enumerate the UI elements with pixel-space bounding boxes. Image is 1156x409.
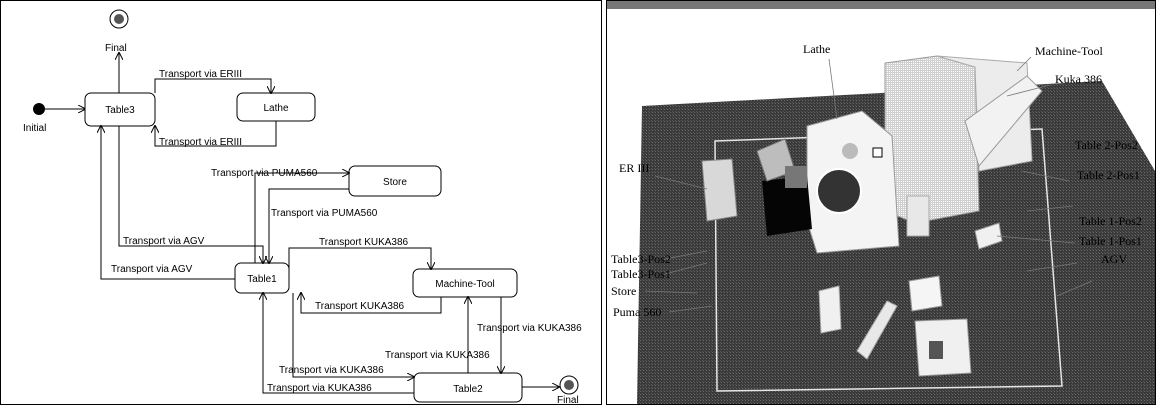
final-label-bottom: Final: [557, 395, 579, 404]
workcell-3d-panel: Lathe Machine-Tool Kuka 386 ER III Table…: [606, 0, 1156, 405]
scene-label-table1-pos2: Table 1-Pos2: [1079, 214, 1142, 228]
lathe-chuck: [817, 169, 861, 213]
final-label-top: Final: [105, 43, 127, 54]
t2-to-mt-label: Transport via KUKA386: [385, 350, 490, 361]
state-table3-label: Table3: [105, 105, 135, 116]
initial-label: Initial: [23, 123, 46, 134]
scene-label-er3: ER III: [619, 161, 649, 175]
state-table2-label: Table2: [453, 384, 483, 395]
lathe-to-t3-label: Transport via ERIII: [159, 137, 242, 148]
state-store-label: Store: [383, 177, 407, 188]
t1-to-mt-label: Transport KUKA386: [319, 237, 409, 248]
workcell-3d-svg: Lathe Machine-Tool Kuka 386 ER III Table…: [607, 1, 1155, 404]
state-table1-label: Table1: [247, 274, 277, 285]
initial-state: [33, 103, 45, 115]
floor-part-1: [819, 286, 841, 333]
er3-robot-model: [702, 159, 737, 221]
mt-to-t1-label: Transport KUKA386: [315, 301, 405, 312]
mt-to-t2-label: Transport via KUKA386: [477, 323, 582, 334]
t1-to-mt-arrow: [289, 248, 431, 271]
scene-label-lathe: Lathe: [803, 42, 830, 56]
state-lathe-label: Lathe: [263, 103, 288, 114]
t2-to-t1-label: Transport via KUKA386: [267, 383, 372, 394]
scene-label-table3-pos1: Table3-Pos1: [611, 267, 671, 281]
scene-label-table3-pos2: Table3-Pos2: [611, 252, 671, 266]
scene-label-table1-pos1: Table 1-Pos1: [1079, 234, 1142, 248]
table2-part: [929, 341, 943, 359]
viewer-title-strip: [607, 1, 1155, 9]
t3-to-t1-label: Transport via AGV: [123, 236, 205, 247]
machine-tool-model: [885, 56, 979, 223]
kuka-base: [907, 196, 929, 236]
store-to-t1-arrow: [269, 189, 349, 263]
table3-pos-model: [909, 276, 942, 311]
scene-label-machine-tool: Machine-Tool: [1035, 44, 1103, 58]
t1-to-store-label: Transport via PUMA560: [211, 168, 318, 179]
state-machine-tool-label: Machine-Tool: [435, 279, 494, 290]
final-state-top: [110, 10, 128, 28]
state-chart-svg: Final Initial Table3 Lathe Transport via…: [1, 1, 601, 404]
state-chart-panel: Final Initial Table3 Lathe Transport via…: [0, 0, 602, 405]
scene-label-puma: Puma 560: [613, 305, 661, 319]
store-to-t1-label: Transport via PUMA560: [271, 208, 378, 219]
scene-label-table2-pos2: Table 2-Pos2: [1075, 138, 1138, 152]
scene-label-agv: AGV: [1101, 252, 1127, 266]
final-state-bottom: [560, 376, 578, 394]
lathe-marker: [873, 148, 882, 157]
t1-to-t3-arrow: [101, 126, 235, 279]
er3-gripper: [785, 166, 807, 188]
lathe-spindle: [842, 143, 858, 159]
t1-to-t2-label: Transport via KUKA386: [279, 365, 384, 376]
scene-label-table2-pos1: Table 2-Pos1: [1077, 168, 1140, 182]
scene-label-store: Store: [611, 284, 636, 298]
t3-to-lathe-label: Transport via ERIII: [159, 69, 242, 80]
t1-to-t3-label: Transport via AGV: [111, 264, 193, 275]
scene-label-kuka: Kuka 386: [1055, 72, 1102, 86]
t3-to-lathe-arrow: [155, 79, 271, 93]
